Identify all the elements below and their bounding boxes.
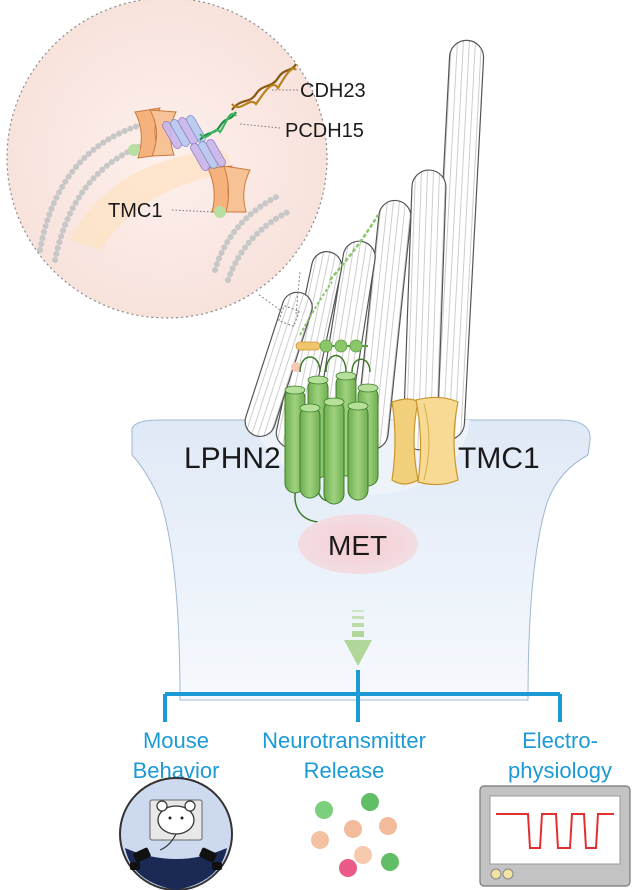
cdh23-helix [231, 63, 297, 111]
tmc1-label: TMC1 [458, 442, 540, 475]
tmc1-inset-label: TMC1 [108, 200, 162, 222]
lphn2-receptor [284, 354, 379, 523]
lphn2-inset-lower [190, 139, 226, 171]
zoom-region-box [278, 305, 300, 327]
oscilloscope-icon [479, 785, 631, 887]
met-region [298, 514, 418, 574]
output-mouse-line1: Mouse [143, 728, 209, 753]
mouse-icon [119, 777, 233, 890]
tmc1-channel [391, 396, 459, 486]
cdh23-label: CDH23 [300, 80, 366, 102]
tip-link-upper [329, 214, 380, 281]
pcdh15-helix [199, 111, 237, 141]
down-arrow-icon [344, 610, 372, 666]
tip-link-lower [299, 281, 333, 336]
tmc1-channel-inset-upper [134, 107, 177, 159]
lphn2-label: LPHN2 [184, 442, 281, 475]
output-electro-line2: physiology [508, 758, 612, 783]
vesicles [311, 793, 399, 877]
pcdh15-label: PCDH15 [285, 120, 364, 142]
tip-link-assembly [291, 339, 368, 372]
magnifier-inset: CDH23 PCDH15 TMC1 [6, 0, 366, 319]
tmc1-channel-inset-lower [207, 165, 251, 213]
stereocilium-second [402, 169, 447, 451]
output-neuro-line2: Release [304, 758, 385, 783]
stereocilia-bundle [244, 39, 485, 451]
output-neuro-line1: Neurotransmitter [262, 728, 426, 753]
output-connector [163, 670, 562, 722]
met-label: MET [328, 530, 387, 561]
output-electro-line1: Electro- [522, 728, 598, 753]
